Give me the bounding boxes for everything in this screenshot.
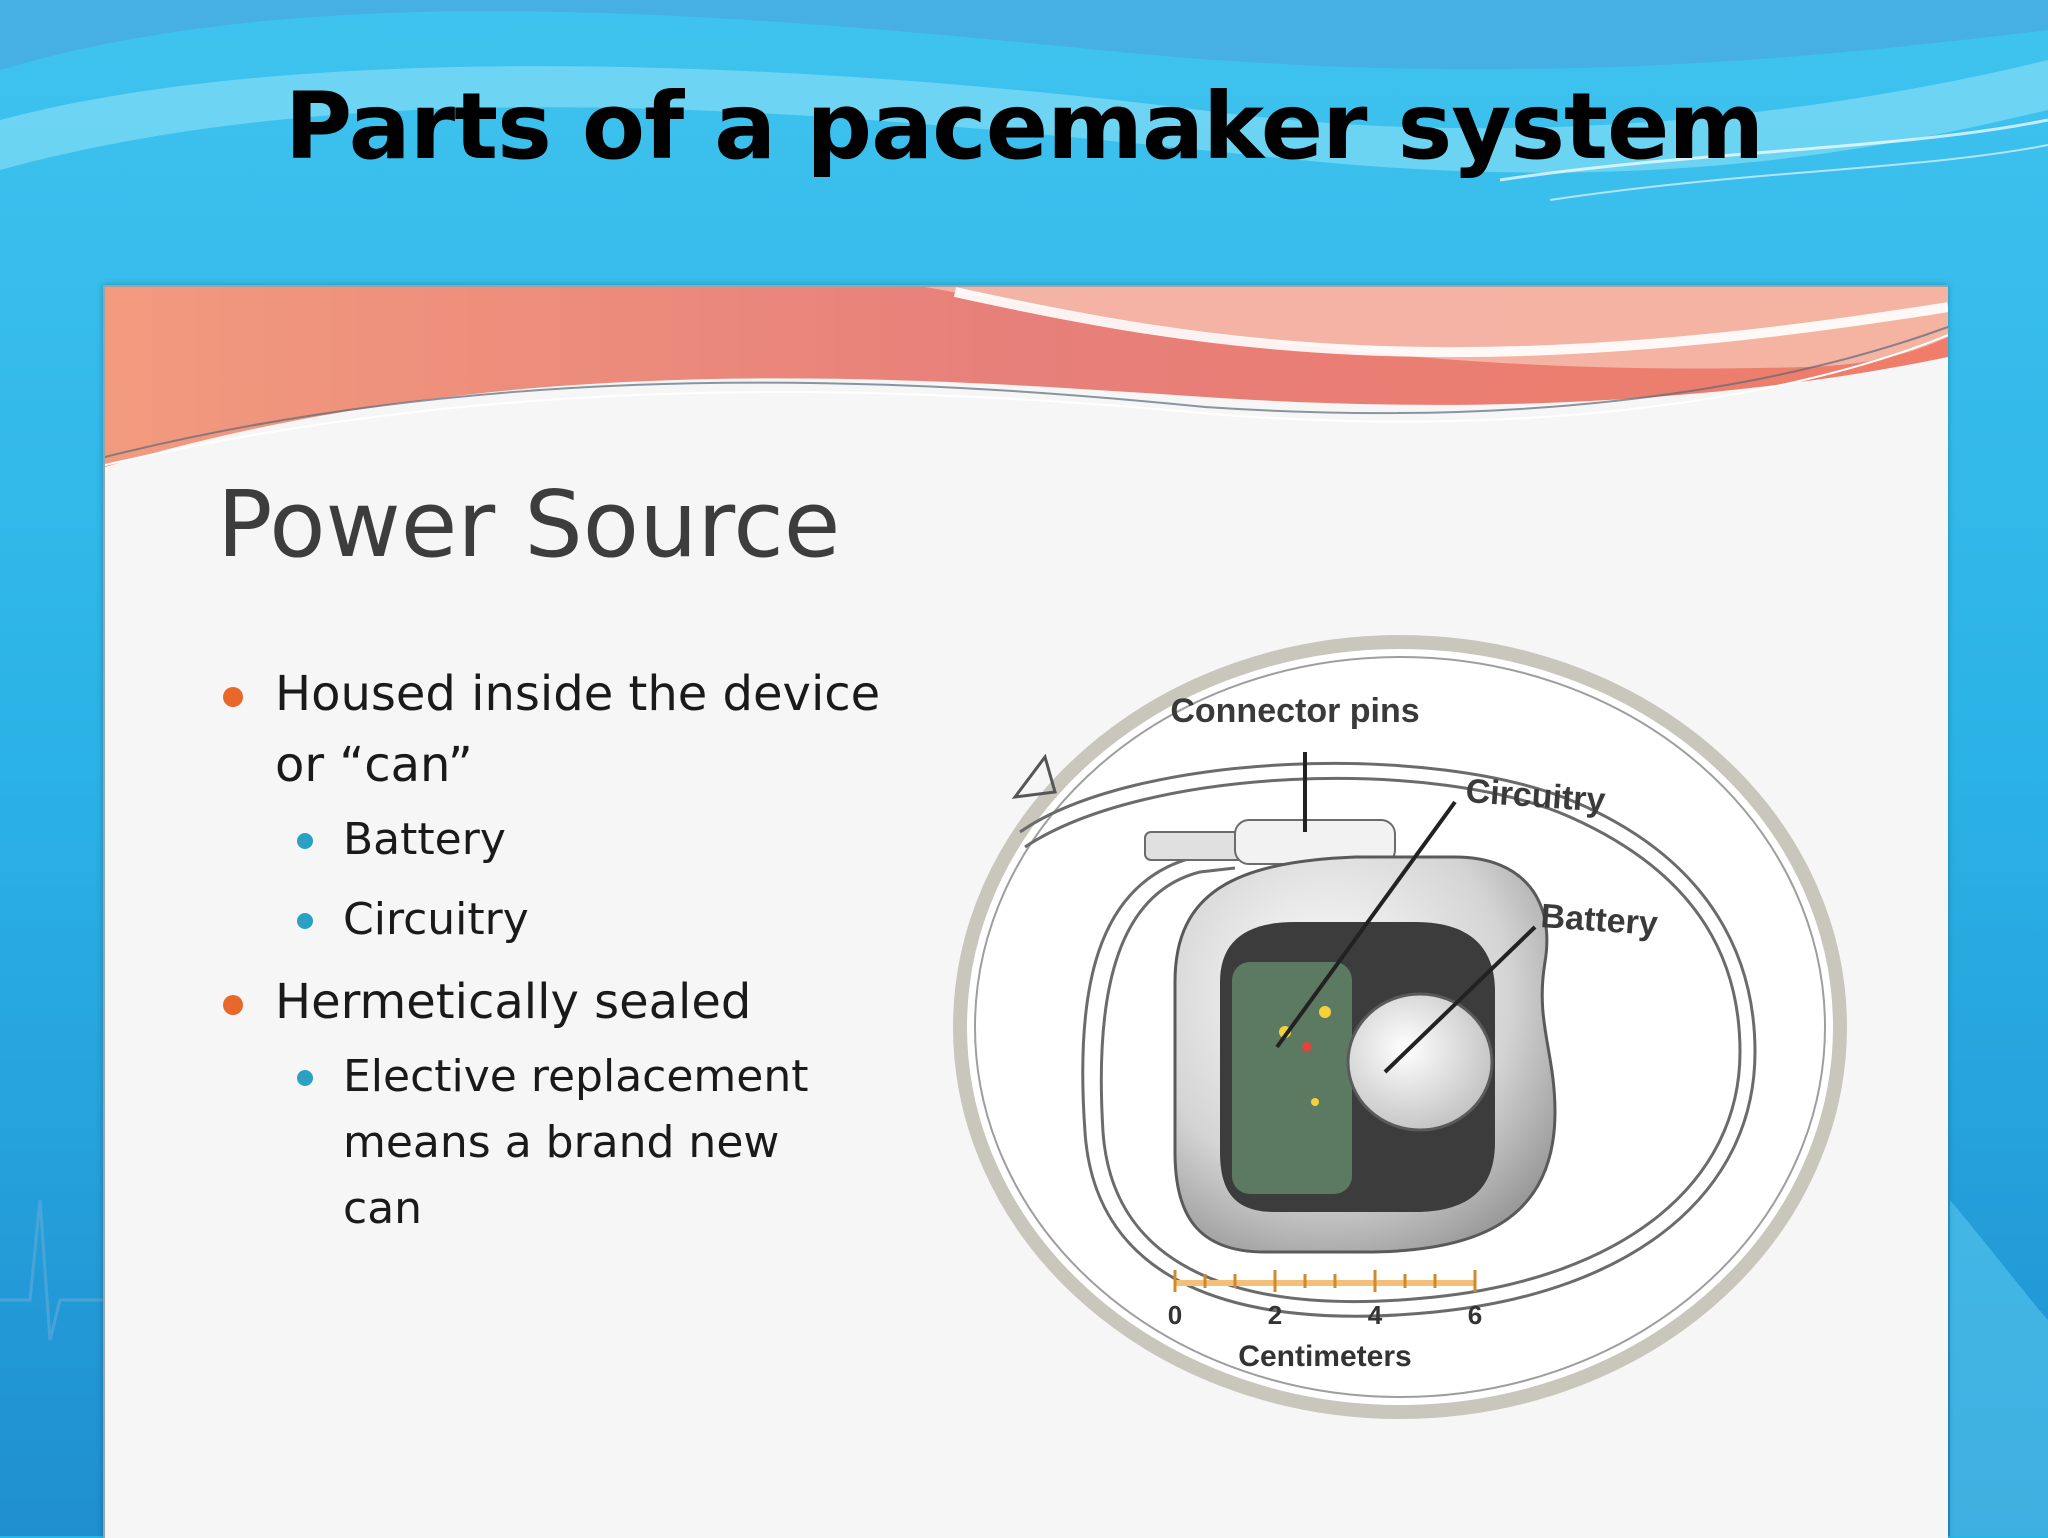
label-battery: Battery [1539,897,1659,943]
bullet-item: Housed inside the device or “can” [217,659,917,801]
panel-heading: Power Source [217,471,841,578]
pacemaker-diagram: Connector pins Circuitry Battery [935,632,1875,1422]
scale-tick-label: 2 [1268,1300,1282,1330]
scale-tick-label: 6 [1468,1300,1482,1330]
scale-tick-label: 0 [1168,1300,1182,1330]
scale-tick-label: 4 [1368,1300,1383,1330]
sub-bullet-item: Circuitry [291,887,917,953]
pacemaker-illustration: Connector pins Circuitry Battery [953,635,1847,1419]
sub-bullet-item: Battery [291,807,917,873]
scale-unit-label: Centimeters [1238,1340,1411,1373]
panel-header-wave [105,287,1948,487]
circuitry-board [1232,962,1352,1194]
label-connector-pins: Connector pins [1170,692,1419,730]
battery-cell [1346,992,1494,1132]
slide-title: Parts of a pacemaker system [284,73,1765,180]
embedded-slide-panel: Power Source Housed inside the device or… [103,285,1948,1538]
scale-bar: 0 2 4 6 Centimeters [1168,1270,1482,1373]
sub-bullet-item: Elective replacement means a brand new c… [291,1044,843,1242]
bullet-item: Hermetically sealed [217,967,917,1038]
bullet-list: Housed inside the device or “can” Batter… [217,659,917,1256]
